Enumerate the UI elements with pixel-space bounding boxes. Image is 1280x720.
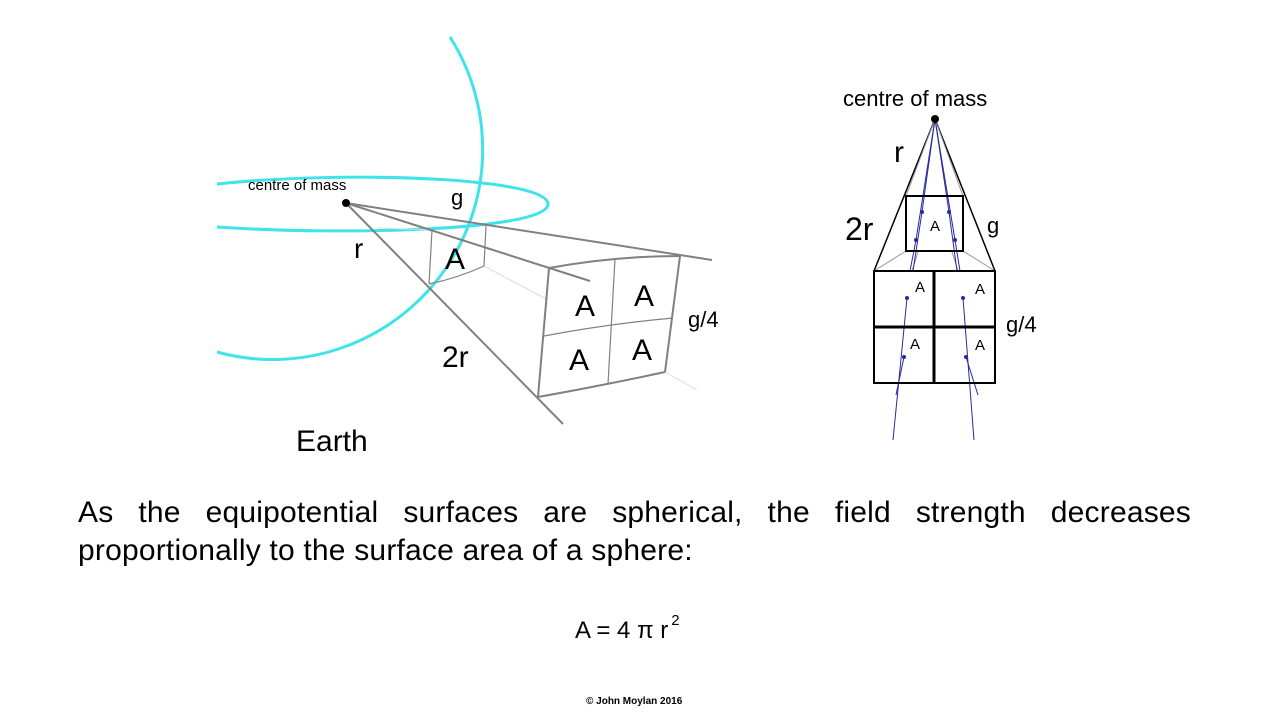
large-area-label-4: A	[632, 334, 652, 367]
right-2r-label: 2r	[845, 211, 874, 247]
field-lines	[892, 118, 979, 441]
left-g4-label: g/4	[688, 307, 719, 332]
formula-exponent: 2	[671, 612, 680, 629]
explanation-text: As the equipotential surfaces are spheri…	[78, 496, 1191, 567]
right-diagram: centre of mass r 2r g g/4 A A A A A	[843, 86, 1037, 441]
left-r-label: r	[354, 233, 363, 264]
right-g4-label: g/4	[1006, 312, 1037, 337]
right-grid-area-label-1: A	[915, 279, 925, 296]
right-r-label: r	[894, 136, 904, 169]
left-2r-label: 2r	[442, 341, 469, 374]
earth-outline	[216, 36, 485, 361]
radial-lines	[345, 202, 713, 425]
right-grid-area-label-3: A	[910, 336, 920, 353]
large-area-label-3: A	[569, 344, 589, 377]
left-centre-label: centre of mass	[248, 177, 346, 194]
small-area-label: A	[445, 243, 465, 276]
right-centre-label: centre of mass	[843, 86, 987, 111]
large-area-grid	[873, 270, 996, 384]
left-diagram: centre of mass g r 2r g/4 Earth A A A A …	[216, 36, 719, 458]
right-small-area-label: A	[930, 218, 940, 235]
field-cone	[873, 118, 996, 272]
right-grid-area-label-2: A	[975, 281, 985, 298]
large-area-label-2: A	[634, 280, 654, 313]
faint-lines	[377, 227, 698, 391]
earth-label: Earth	[296, 425, 368, 458]
small-area-patch	[428, 225, 487, 285]
left-centre-dot	[342, 199, 350, 207]
large-area-label-1: A	[575, 290, 595, 323]
copyright-notice: © John Moylan 2016	[586, 696, 683, 707]
right-grid-area-label-4: A	[975, 337, 985, 354]
large-area-patch	[537, 255, 681, 398]
right-g-label: g	[987, 213, 999, 238]
formula-base: A = 4 π r	[575, 617, 669, 644]
left-g-label: g	[451, 185, 463, 210]
small-area-square	[905, 195, 964, 252]
earth-equator	[216, 175, 550, 233]
right-centre-dot	[931, 115, 939, 123]
field-line-dots	[902, 210, 968, 359]
